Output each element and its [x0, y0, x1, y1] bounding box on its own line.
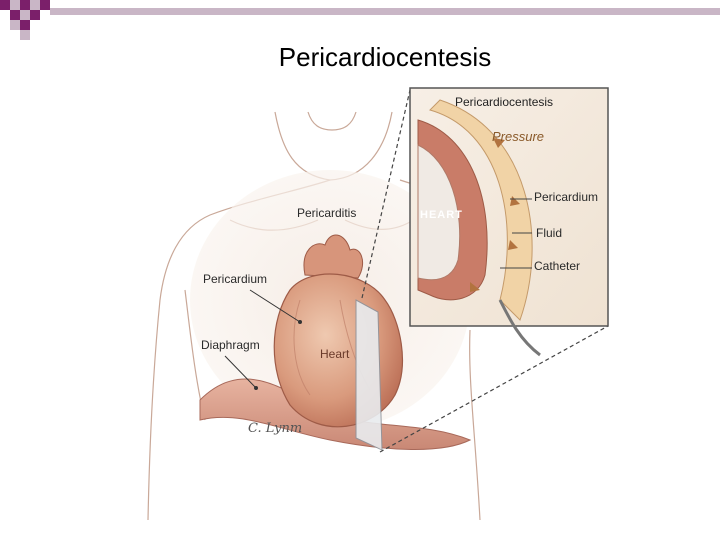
pericardium-dot	[298, 320, 302, 324]
inset-label-catheter: Catheter	[534, 259, 580, 273]
inset-label-heart: HEART	[420, 209, 463, 221]
great-vessels	[303, 234, 363, 279]
label-pericarditis: Pericarditis	[297, 206, 356, 220]
decor-square	[0, 0, 10, 10]
header-line	[50, 8, 720, 15]
decor-square	[20, 20, 30, 30]
decor-square	[20, 30, 30, 40]
decor-square	[40, 0, 50, 10]
inset-label-pressure: Pressure	[492, 129, 544, 144]
decor-square	[10, 10, 20, 20]
cross-section-plane	[355, 299, 383, 451]
inset-title: Pericardiocentesis	[455, 95, 553, 109]
slide-title: Pericardiocentesis	[278, 42, 492, 72]
inset-panel: Pericardiocentesis Pressure HEART Perica…	[409, 87, 609, 357]
inset-connector	[361, 89, 609, 453]
decor-square	[30, 0, 40, 10]
header-decoration	[0, 0, 720, 40]
inset-label-fluid: Fluid	[536, 226, 562, 240]
decor-square	[20, 0, 30, 10]
label-heart: Heart	[320, 347, 350, 361]
diaphragm-leader	[224, 355, 257, 389]
pericardium-leader	[249, 289, 301, 323]
decor-square	[10, 20, 20, 30]
decor-square	[10, 0, 20, 10]
decor-square	[20, 10, 30, 20]
diaphragm-dot	[254, 386, 258, 390]
artist-signature: C. Lynm	[248, 421, 302, 436]
label-pericardium: Pericardium	[203, 272, 267, 286]
decor-square	[30, 10, 40, 20]
inset-label-pericardium: Pericardium	[534, 190, 598, 204]
label-diaphragm: Diaphragm	[201, 338, 260, 352]
